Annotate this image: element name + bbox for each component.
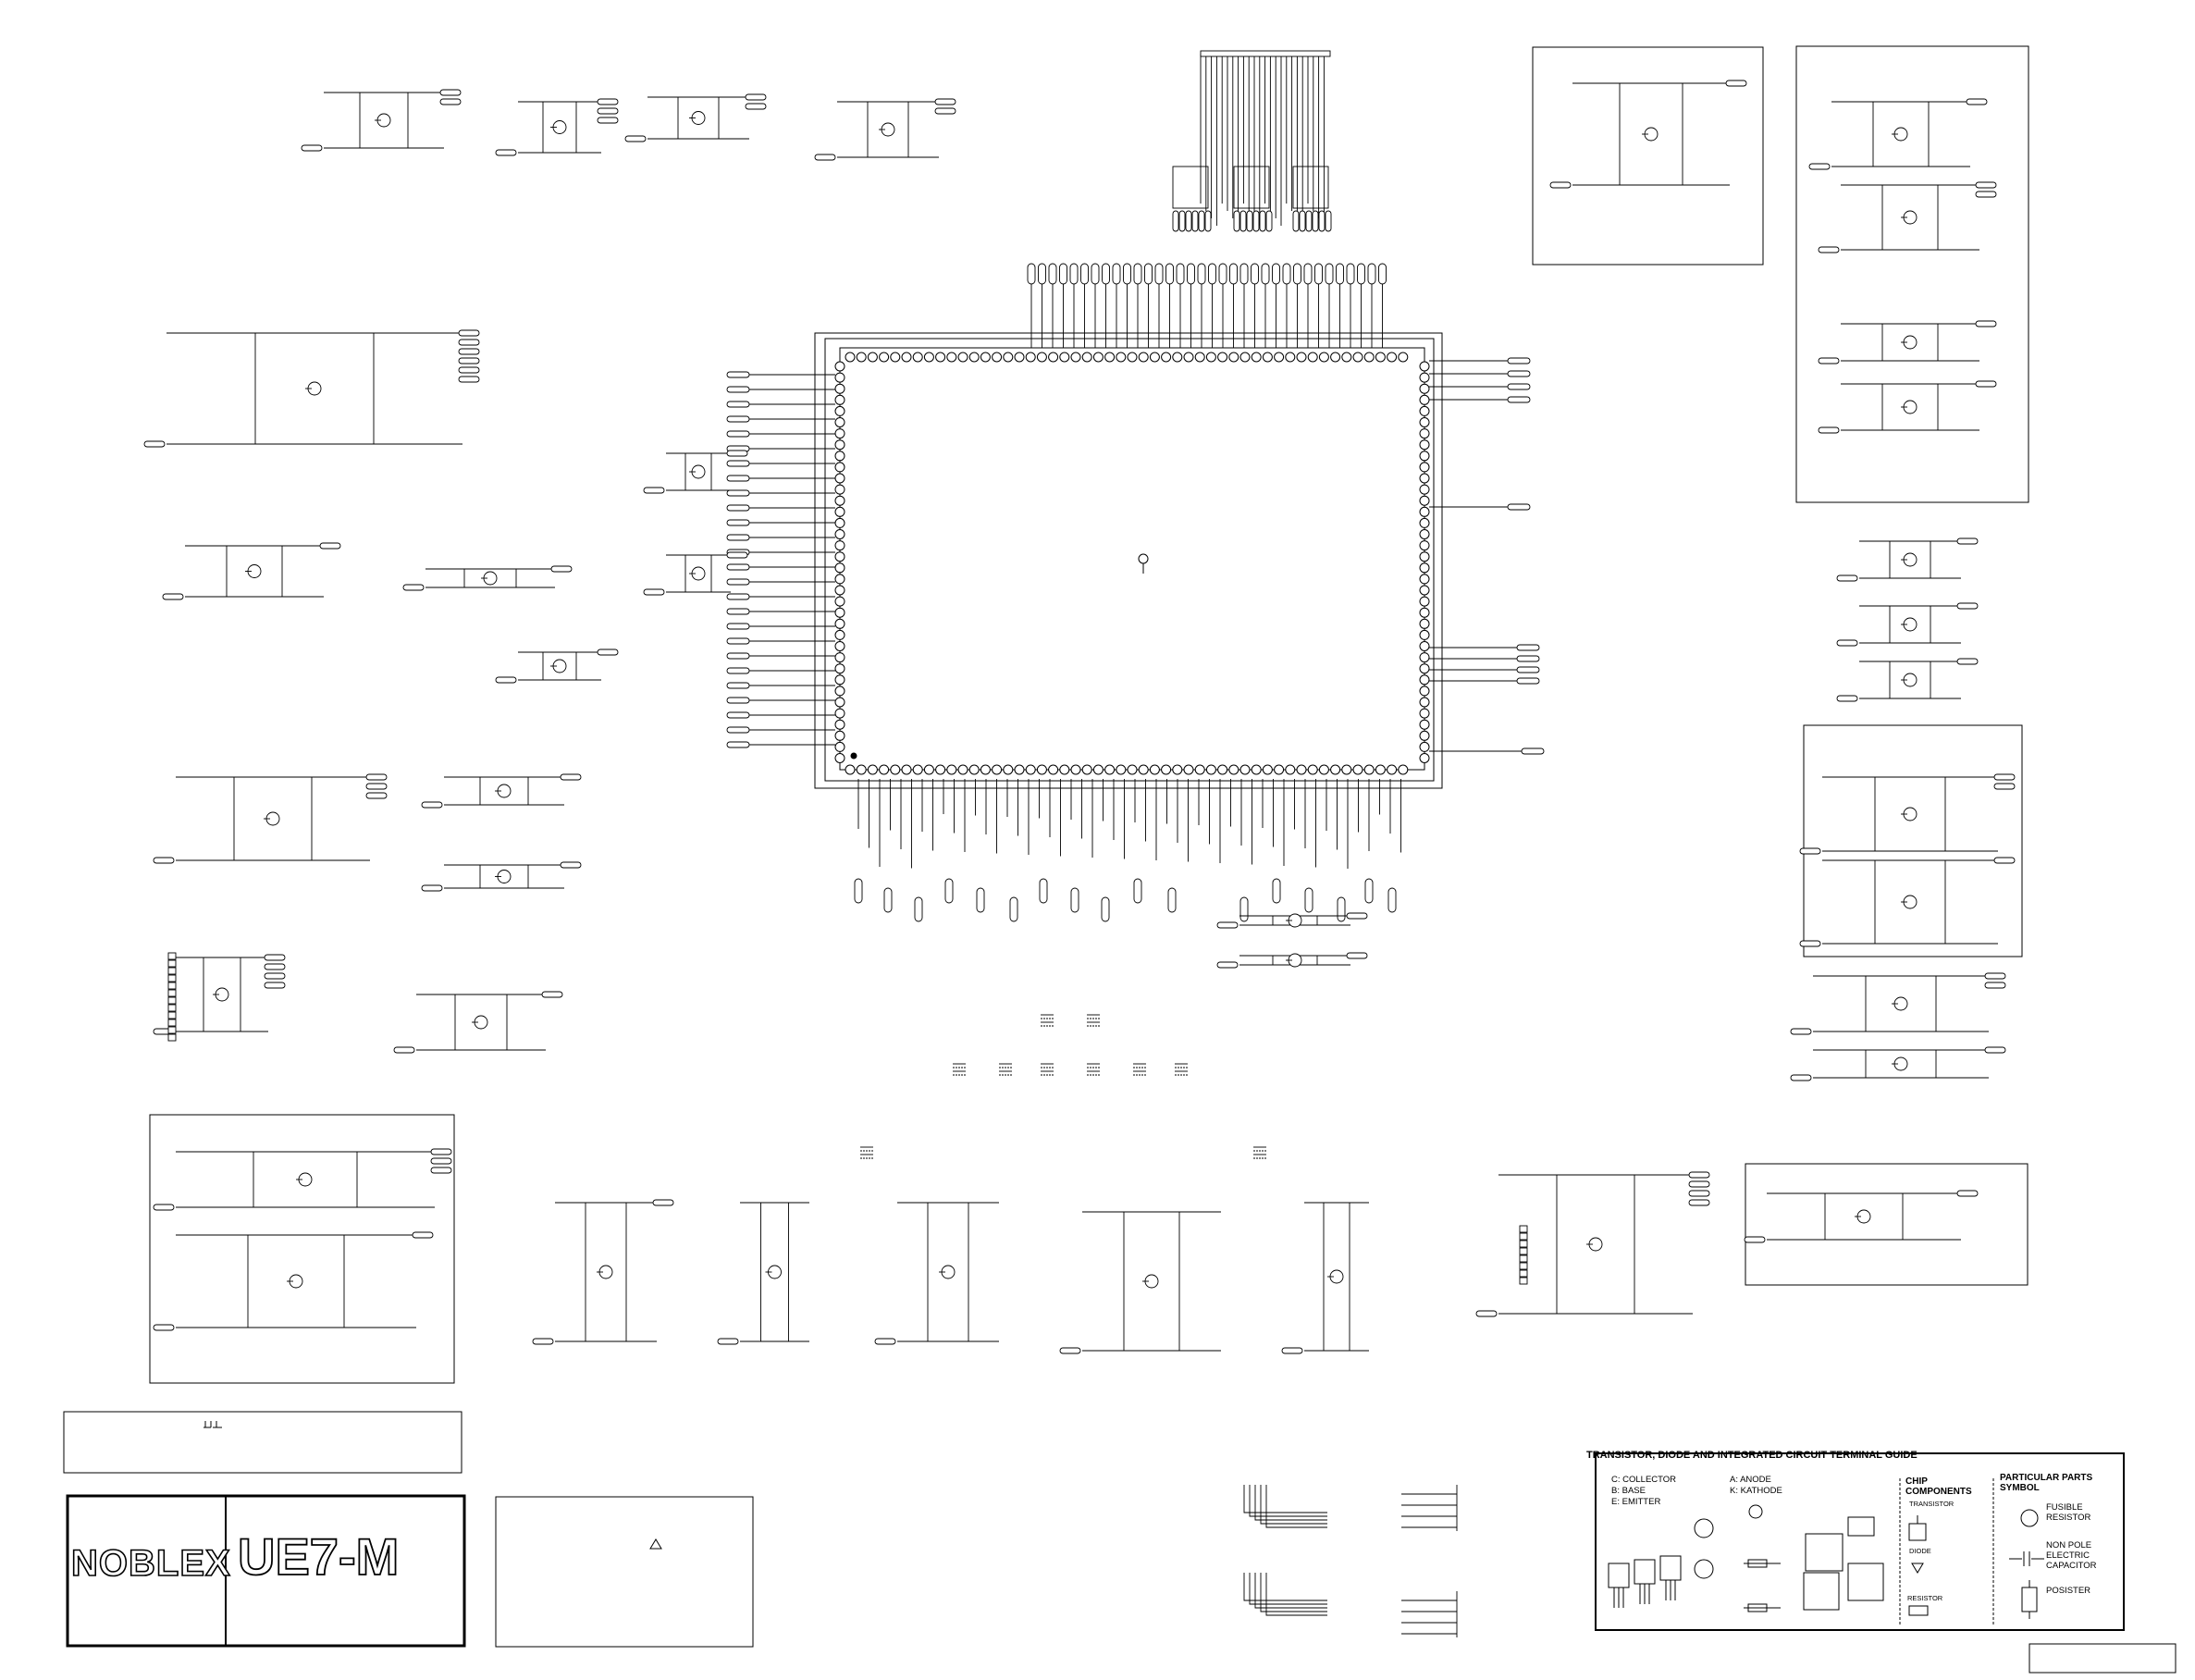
chip-diode-label: DIODE: [1909, 1547, 1931, 1555]
warning-triangle-icon: [203, 1421, 662, 1550]
model-number: UE7-M: [237, 1526, 400, 1587]
mcu-lead-lines: [726, 263, 1545, 922]
non-pole-capacitor-label: NON POLE ELECTRIC CAPACITOR: [2046, 1540, 2097, 1571]
pin-label-collector: C: COLLECTOR: [1611, 1475, 1677, 1485]
pin-label-anode: A: ANODE: [1730, 1475, 1771, 1485]
terminal-guide-frame: [1595, 1452, 2125, 1631]
pin-label-kathode: K: KATHODE: [1730, 1486, 1782, 1496]
brand-logo-text: NOBLEX: [70, 1542, 231, 1585]
subcircuit-frames: [63, 45, 2177, 1674]
terminal-guide-symbols: [1608, 1504, 2044, 1619]
chip-components-heading: CHIP COMPONENTS: [1905, 1476, 1972, 1497]
terminal-guide-title: TRANSISTOR, DIODE AND INTEGRATED CIRCUIT…: [1586, 1450, 1918, 1461]
schematic-detail-traces: [143, 50, 2016, 1637]
chip-transistor-label: TRANSISTOR: [1909, 1500, 1955, 1508]
chip-resistor-label: RESISTOR: [1907, 1594, 1943, 1602]
fusible-resistor-label: FUSIBLE RESISTOR: [2046, 1502, 2091, 1523]
main-microcontroller-ic: [814, 332, 1443, 789]
pin-label-emitter: E: EMITTER: [1611, 1497, 1661, 1507]
mcu-pin-circles: [834, 352, 1430, 775]
title-block-frame: [66, 1494, 466, 1648]
pin-label-base: B: BASE: [1611, 1486, 1646, 1496]
posister-label: POSISTER: [2046, 1586, 2091, 1596]
particular-parts-heading: PARTICULAR PARTS SYMBOL: [2000, 1473, 2093, 1493]
